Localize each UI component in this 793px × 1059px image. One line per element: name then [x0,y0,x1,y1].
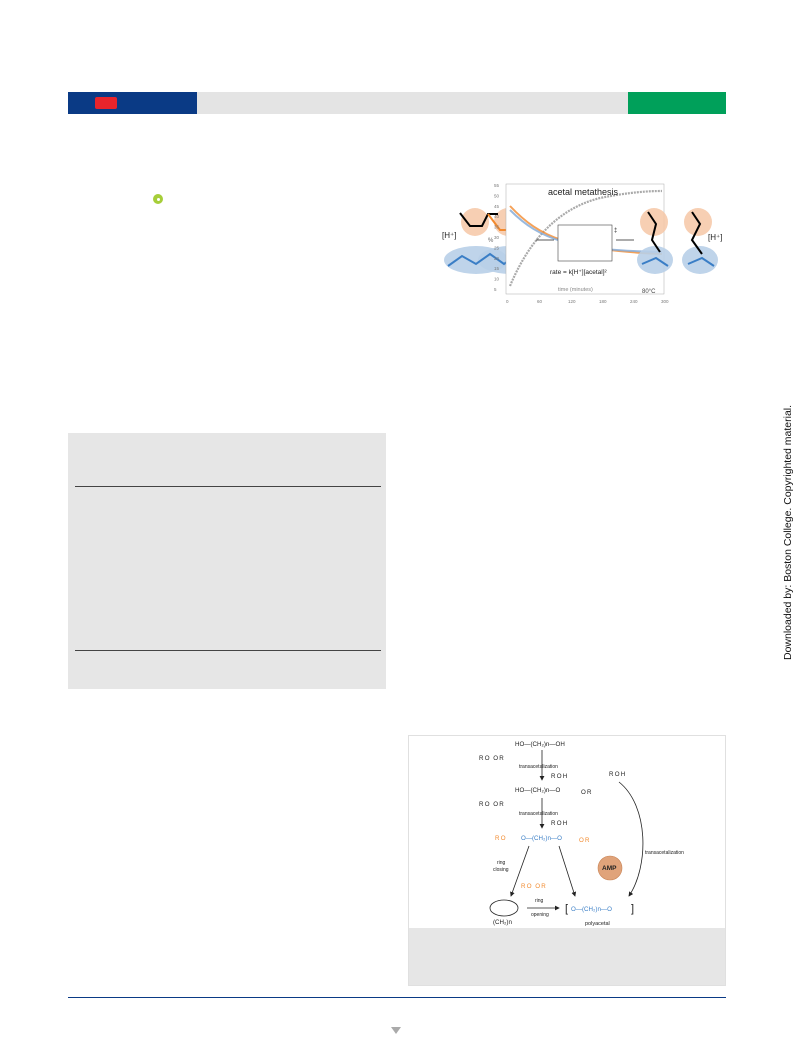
y-tick-label: 55 [494,183,500,188]
y-tick-label: 15 [494,266,500,271]
x-axis-ticks: 0 60 120 180 240 300 [506,299,669,304]
bis-acetal-right: O R [579,837,590,844]
x-tick-label: 0 [506,299,509,304]
scheme-figure: HO—(CH₂)n—OH R O O R transacetalization … [408,735,726,986]
journal-logo-block [68,92,197,114]
x-tick-label: 300 [661,299,669,304]
ring-closing-label-1: ring [497,860,506,866]
svg-text:[: [ [565,903,568,915]
x-tick-label: 60 [537,299,543,304]
y-tick-label: 20 [494,256,500,261]
acetal-reagent-1: R O O R [479,755,504,762]
ring-opening-label-2: opening [531,912,549,918]
y-tick-label: 45 [494,204,500,209]
catalyst-right-label: [H⁺] [708,233,722,242]
rising-curve [508,189,663,287]
download-notice-text: Downloaded by: Boston College. Copyright… [782,404,793,660]
mono-acetal-label: HO—(CH₂)n—O [515,787,561,794]
y-tick-label: 25 [494,245,500,250]
x-tick-label: 120 [568,299,576,304]
y-tick-label: 35 [494,225,500,230]
mono-acetal-tail: O R [581,789,592,796]
polyacetal-label: polyacetal [585,921,610,927]
journal-header-bar [68,92,726,114]
y-tick-label: 10 [494,277,500,282]
toc-graphic: [H⁺] 55 50 45 40 35 30 25 20 15 10 5 0 60 120 180 240 3… [442,183,722,304]
reaction-scheme: HO—(CH₂)n—OH R O O R transacetalization … [479,741,684,927]
byproduct-1: R O H [551,773,567,780]
amp-badge: AMP [602,865,617,872]
x-tick-label: 240 [630,299,638,304]
polyacetal-repeat: O—(CH₂)n—O [571,906,612,913]
diol-label: HO—(CH₂)n—OH [515,741,565,748]
abstract-box [68,433,386,689]
time-axis-label: time (minutes) [558,287,593,293]
bis-acetal-left: R O [495,835,506,842]
footer-rule [68,997,726,998]
byproduct-3: R O H [609,771,625,778]
abstract-bottom-rule [75,650,381,651]
svg-text:]: ] [631,903,634,915]
rate-law: rate = k[H⁺][acetal]² [550,269,608,276]
ts-mark: ‡ [614,228,617,234]
byproduct-2: R O H [551,820,567,827]
temperature-label: 80°C [642,289,656,295]
y-tick-label: 50 [494,193,500,198]
article-type-tab [628,92,726,114]
y-tick-label: 5 [494,287,497,292]
plot-title: acetal metathesis [548,187,619,197]
scheme-caption-box [409,928,725,985]
orcid-icon[interactable] [153,194,163,204]
ring-closing-label-2: closing [493,867,509,873]
released-acetal: R O O R [521,883,546,890]
bis-acetal-core: O—(CH₂)n—O [521,835,562,842]
y-axis-ticks: 55 50 45 40 35 30 25 20 15 10 5 [494,183,500,292]
catalyst-left-label: [H⁺] [442,231,456,240]
download-notice: Downloaded by: Boston College. Copyright… [779,400,793,660]
acetal-reagent-2: R O O R [479,801,504,808]
ring-opening-label-1: ring [535,898,544,904]
x-tick-label: 180 [599,299,607,304]
journal-badge [95,97,117,109]
y-tick-label: 40 [494,214,500,219]
abstract-top-rule [75,486,381,487]
step1-label: transacetalization [519,764,558,770]
step2-label: transacetalization [519,811,558,817]
page-down-icon[interactable] [391,1027,401,1034]
cyclic-acetal-label: (CH₂)n [493,919,512,926]
step3-label: transacetalization [645,850,684,856]
plot-ylabel: % [488,238,494,244]
y-tick-label: 30 [494,235,500,240]
